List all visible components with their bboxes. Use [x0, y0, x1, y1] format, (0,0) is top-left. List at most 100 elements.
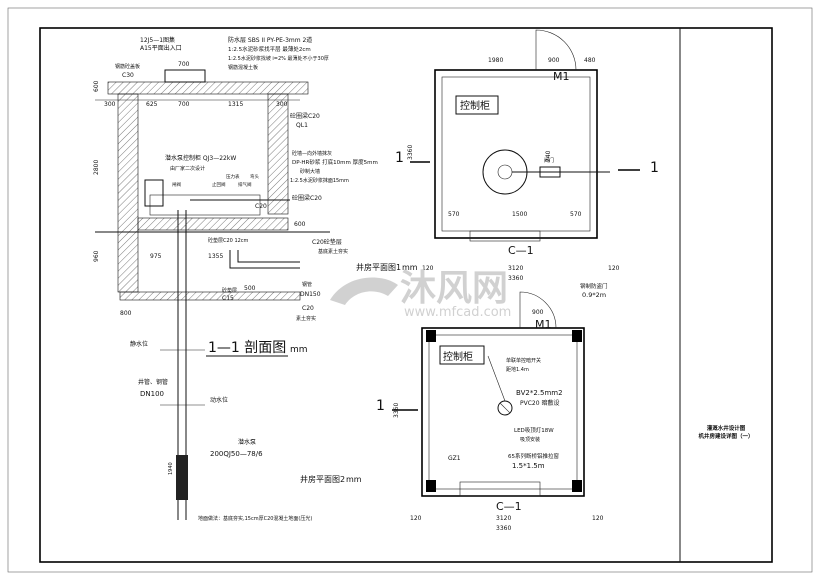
plan1-door: M1	[553, 70, 570, 83]
dim-300-left: 300	[104, 101, 116, 108]
plan2-dim-120a: 120	[410, 515, 422, 522]
dim-700: 700	[178, 101, 190, 108]
plan2-lamp-note: 吸顶安装	[520, 436, 540, 443]
right-wall	[267, 93, 289, 215]
part-check-valve: 止回阀	[212, 181, 226, 188]
pump-model: 200QJ50—78/6	[210, 450, 263, 458]
watermark: 沐风网 www.mfcad.com	[330, 268, 511, 320]
plan2-dim-120b: 120	[592, 515, 604, 522]
plan2-conduit: PVC20 暗敷设	[520, 399, 559, 407]
plan2-title: 井房平面图2	[300, 474, 345, 484]
plan2-title-unit: mm	[346, 475, 362, 484]
plan2-wire-label: BV2*2.5mm2	[516, 389, 563, 397]
dim-v-1940: 1940	[168, 462, 174, 475]
plan2-dim-side-3360: 3360	[393, 403, 400, 418]
pump-ctrl2: 由厂家二次设计	[170, 165, 205, 172]
plan1-dim-570a: 570	[448, 211, 460, 218]
plan1-dim-570b: 570	[570, 211, 582, 218]
plan2-wire	[487, 355, 506, 402]
plan1-dim-120a: 120	[422, 265, 434, 272]
c20-top: 砼圈梁C20	[290, 112, 320, 120]
rc-slab-note: 钢筋混凝土板	[228, 64, 258, 71]
plan2-window-size: 1.5*1.5m	[512, 462, 545, 470]
pump-ctrl: 潜水泵控制柜 QJ3—22kW	[165, 154, 236, 162]
dim-700-top: 700	[178, 61, 190, 68]
control-cabinet	[144, 179, 164, 207]
plan2-window-label: 65系列断桥铝推拉窗	[508, 452, 559, 460]
plan1-cabinet-label: 控制柜	[460, 99, 490, 112]
dim-v-600: 600	[93, 80, 100, 92]
cover-ref2: A15平面出入口	[140, 44, 182, 52]
part-air-valve: 排气阀	[238, 181, 252, 188]
plan1-cabinet	[455, 95, 499, 115]
section-view: 12J5—1图集 A15平面出入口 防水层 SBS II PY-PE-3mm 2…	[93, 36, 378, 522]
c20-label: C20	[255, 203, 267, 210]
c20-ground2: 基底素土夯实	[318, 248, 348, 255]
plan2-door: M1	[535, 318, 552, 331]
plan2-section-mark: 1	[376, 398, 385, 414]
plan1-well-inner	[497, 164, 513, 180]
plan1-dim-side-3360: 3360	[407, 145, 414, 160]
dim-v-2800: 2800	[93, 160, 100, 175]
ql1: QL1	[296, 122, 308, 129]
c20-ring: 砼圈梁C20	[292, 194, 322, 202]
plan2-switch: 单联单控暗开关	[506, 357, 541, 364]
plan2-cabinet	[439, 345, 485, 365]
dn100-label: DN100	[140, 390, 164, 398]
plan1-door-swing	[535, 29, 577, 71]
part-gate-valve: 闸阀	[172, 181, 181, 188]
slope-note: 1:2.5水泥砂浆找坡 i=2% 最薄处不小于30厚	[228, 55, 329, 62]
lower-sump	[119, 291, 301, 301]
dim-625: 625	[146, 101, 158, 108]
floor-slab	[137, 217, 289, 231]
dn150-tag: 钢管	[302, 281, 312, 288]
plan1-pipe-tag: 阀门	[544, 157, 554, 164]
waterproof-note: 防水层 SBS II PY-PE-3mm 2道	[228, 36, 312, 44]
dim-600: 600	[294, 221, 306, 228]
plan1-title: 井房平面图1	[356, 262, 401, 272]
plan1-outer-wall	[434, 69, 598, 239]
c20-foot: C20	[302, 305, 314, 312]
plan1-dim-side-240: 240	[545, 150, 552, 162]
roof-slab	[107, 81, 309, 95]
plan2-dim-3120: 3120	[496, 515, 511, 522]
plan2-door-size: 0.9*2m	[582, 291, 606, 299]
plan2-switch-h: 距地1.4m	[506, 366, 529, 373]
plan1-section-mark-r: 1	[650, 160, 659, 176]
c30-tag: 钢筋砼盖板	[115, 63, 140, 70]
section-title-unit: mm	[290, 345, 308, 355]
plan2-column-tl	[426, 330, 436, 342]
plan1-dim-1500: 1500	[512, 211, 527, 218]
plan2-lamp-x1	[499, 402, 511, 414]
plaster-note: 1:2.5水泥砂浆抹面15mm	[290, 177, 349, 184]
mortar-note: 1:2.5水泥砂浆找平层 最薄处2cm	[228, 45, 311, 53]
plan2-dim-900: 900	[532, 309, 544, 316]
part-gauge: 压力表	[226, 173, 240, 180]
c30-label: C30	[122, 72, 134, 79]
pipe-out-note: 砼墙—向外墙抹灰	[292, 150, 332, 157]
watermark-url: www.mfcad.com	[404, 305, 511, 320]
cover-ref: 12J5—1图集	[140, 36, 175, 44]
pump-label: 潜水泵	[238, 438, 256, 446]
watermark-logo-icon	[330, 277, 398, 305]
plan2-door-swing	[519, 291, 557, 329]
plan2-column-br	[572, 480, 582, 492]
inner-frame	[39, 27, 773, 563]
outlet-pipe-2	[237, 250, 300, 263]
plan1-title-unit: mm	[402, 263, 418, 272]
plan1-dim-1980: 1980	[488, 57, 503, 64]
plan2-door-note: 钢制防盗门	[580, 282, 608, 290]
c20-pad: 砼垫层C20 12cm	[208, 237, 249, 244]
part-elbow: 弯头	[250, 173, 259, 180]
foundation-note: 地面做法：基底夯实,15cm厚C20混凝土地面(压光)	[198, 515, 312, 522]
outer-frame	[7, 7, 813, 573]
plan2-axis: C—1	[496, 500, 522, 513]
plan2-cabinet-label: 控制柜	[443, 350, 473, 363]
plan2-column-bl	[426, 480, 436, 492]
dp-hr-note: DP-HR砂浆 打底10mm 厚度5mm	[292, 158, 378, 166]
dim-975: 975	[150, 253, 162, 260]
c15-label: C15	[222, 295, 234, 302]
plan-1: M1 控制柜 阀门 1 1 C—1 1980 900 480 570 1500 …	[356, 29, 659, 282]
plan-2: M1 钢制防盗门 0.9*2m 控制柜 单联单控暗开关 距地1.4m BV2*2…	[300, 282, 608, 532]
plan2-column-tr	[572, 330, 582, 342]
